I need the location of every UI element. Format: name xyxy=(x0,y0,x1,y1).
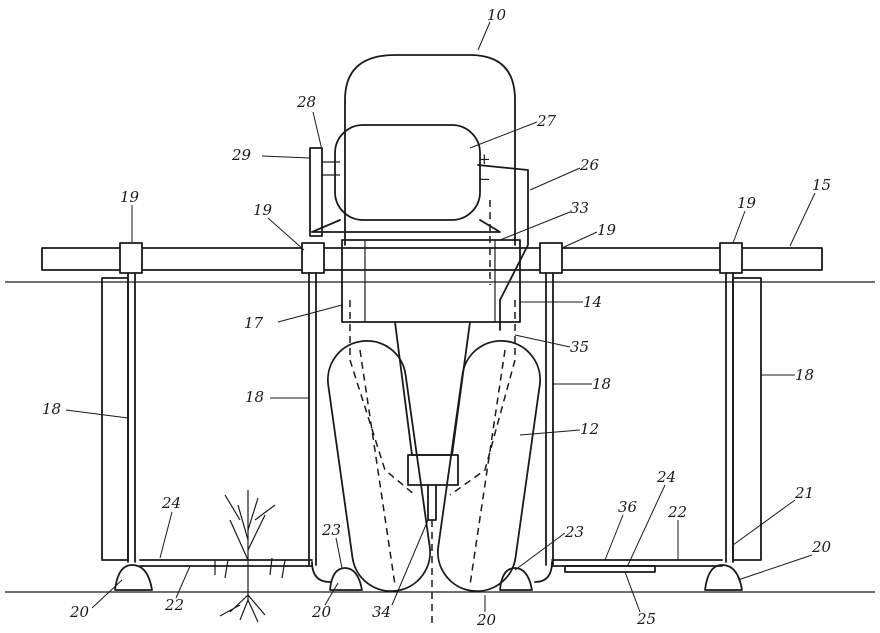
label-22-a: 22 xyxy=(164,596,184,614)
leader-24-a xyxy=(159,511,173,559)
label-34: 34 xyxy=(372,603,391,621)
foot-23-left xyxy=(311,561,331,583)
leader-12 xyxy=(519,429,581,436)
leader-23-b xyxy=(514,532,566,571)
leader-27 xyxy=(469,121,538,149)
wheel-right xyxy=(436,339,542,593)
hose-35 xyxy=(349,300,416,496)
label-35: 35 xyxy=(570,338,589,356)
label-28: 28 xyxy=(296,93,316,111)
label-19-c: 19 xyxy=(597,221,617,239)
leader-22-a xyxy=(175,565,191,599)
label-minus: − xyxy=(478,170,491,188)
leader-20-d xyxy=(737,554,813,581)
foot-20-d xyxy=(704,564,743,591)
foot-20-a xyxy=(114,564,153,591)
label-10: 10 xyxy=(487,6,507,24)
leader-15 xyxy=(789,192,816,247)
leader-24-b xyxy=(627,484,666,566)
leader-20-a xyxy=(91,579,123,609)
label-20-a: 20 xyxy=(69,603,90,621)
cab-body xyxy=(344,54,516,246)
leader-20-b xyxy=(324,582,339,606)
label-23-a: 23 xyxy=(321,521,341,539)
control-lever xyxy=(309,147,323,237)
label-24-a: 24 xyxy=(161,494,181,512)
label-29: 29 xyxy=(231,146,252,164)
side-panel-right xyxy=(732,277,762,561)
leader-10 xyxy=(477,21,491,51)
label-19-a: 19 xyxy=(120,188,140,206)
side-panel-left xyxy=(101,277,129,561)
leader-29 xyxy=(261,155,311,159)
clamp-19-b xyxy=(301,242,325,274)
label-14: 14 xyxy=(583,293,602,311)
label-20-b: 20 xyxy=(311,603,332,621)
foot-20-b xyxy=(329,567,363,591)
wheel-right-dash xyxy=(469,349,506,586)
label-18-d: 18 xyxy=(795,366,814,384)
label-36: 36 xyxy=(618,498,638,516)
leader-19-b xyxy=(267,217,305,251)
label-21: 21 xyxy=(794,484,814,502)
crossbar xyxy=(41,247,823,271)
foot-23-right xyxy=(534,561,553,583)
label-24-b: 24 xyxy=(656,468,676,486)
leader-18-a xyxy=(65,409,129,419)
leader-23-a xyxy=(335,537,343,569)
label-17: 17 xyxy=(244,314,264,332)
leader-28 xyxy=(312,111,323,151)
leader-36 xyxy=(604,514,624,561)
plate-25 xyxy=(564,565,656,573)
seat-tank xyxy=(334,124,481,221)
clamp-19-d xyxy=(719,242,743,274)
label-18-c: 18 xyxy=(592,375,611,393)
label-25: 25 xyxy=(636,610,656,628)
center-hub xyxy=(407,454,459,486)
foot-20-c xyxy=(499,567,533,591)
nozzle-34 xyxy=(427,484,437,521)
seat-support xyxy=(311,219,501,233)
label-23-b: 23 xyxy=(564,523,584,541)
hose-35b xyxy=(449,300,516,496)
label-33: 33 xyxy=(570,199,589,217)
label-12: 12 xyxy=(580,420,599,438)
leader-34 xyxy=(391,519,429,606)
leader-21 xyxy=(732,499,796,546)
label-22-b: 22 xyxy=(667,503,687,521)
wheel-left-dash xyxy=(359,349,396,586)
label-26: 26 xyxy=(579,156,600,174)
label-27: 27 xyxy=(536,112,557,130)
leader-19-d xyxy=(732,210,746,244)
plant xyxy=(214,490,286,623)
label-19-d: 19 xyxy=(737,194,757,212)
leader-19-c xyxy=(561,231,598,249)
leader-33 xyxy=(499,211,571,241)
leader-26 xyxy=(529,167,581,191)
leader-25 xyxy=(624,571,641,613)
label-plus: + xyxy=(478,150,491,168)
chassis-frame xyxy=(341,239,521,323)
hose-26 xyxy=(477,164,529,331)
label-18-b: 18 xyxy=(245,388,264,406)
label-20-d: 20 xyxy=(811,538,832,556)
clamp-19-c xyxy=(539,242,563,274)
label-18-a: 18 xyxy=(42,400,61,418)
clamp-19-a xyxy=(119,242,143,274)
label-20-c: 20 xyxy=(476,611,497,629)
leader-17 xyxy=(277,304,343,323)
label-15: 15 xyxy=(812,176,831,194)
label-19-b: 19 xyxy=(253,201,273,219)
leader-35 xyxy=(514,334,571,348)
